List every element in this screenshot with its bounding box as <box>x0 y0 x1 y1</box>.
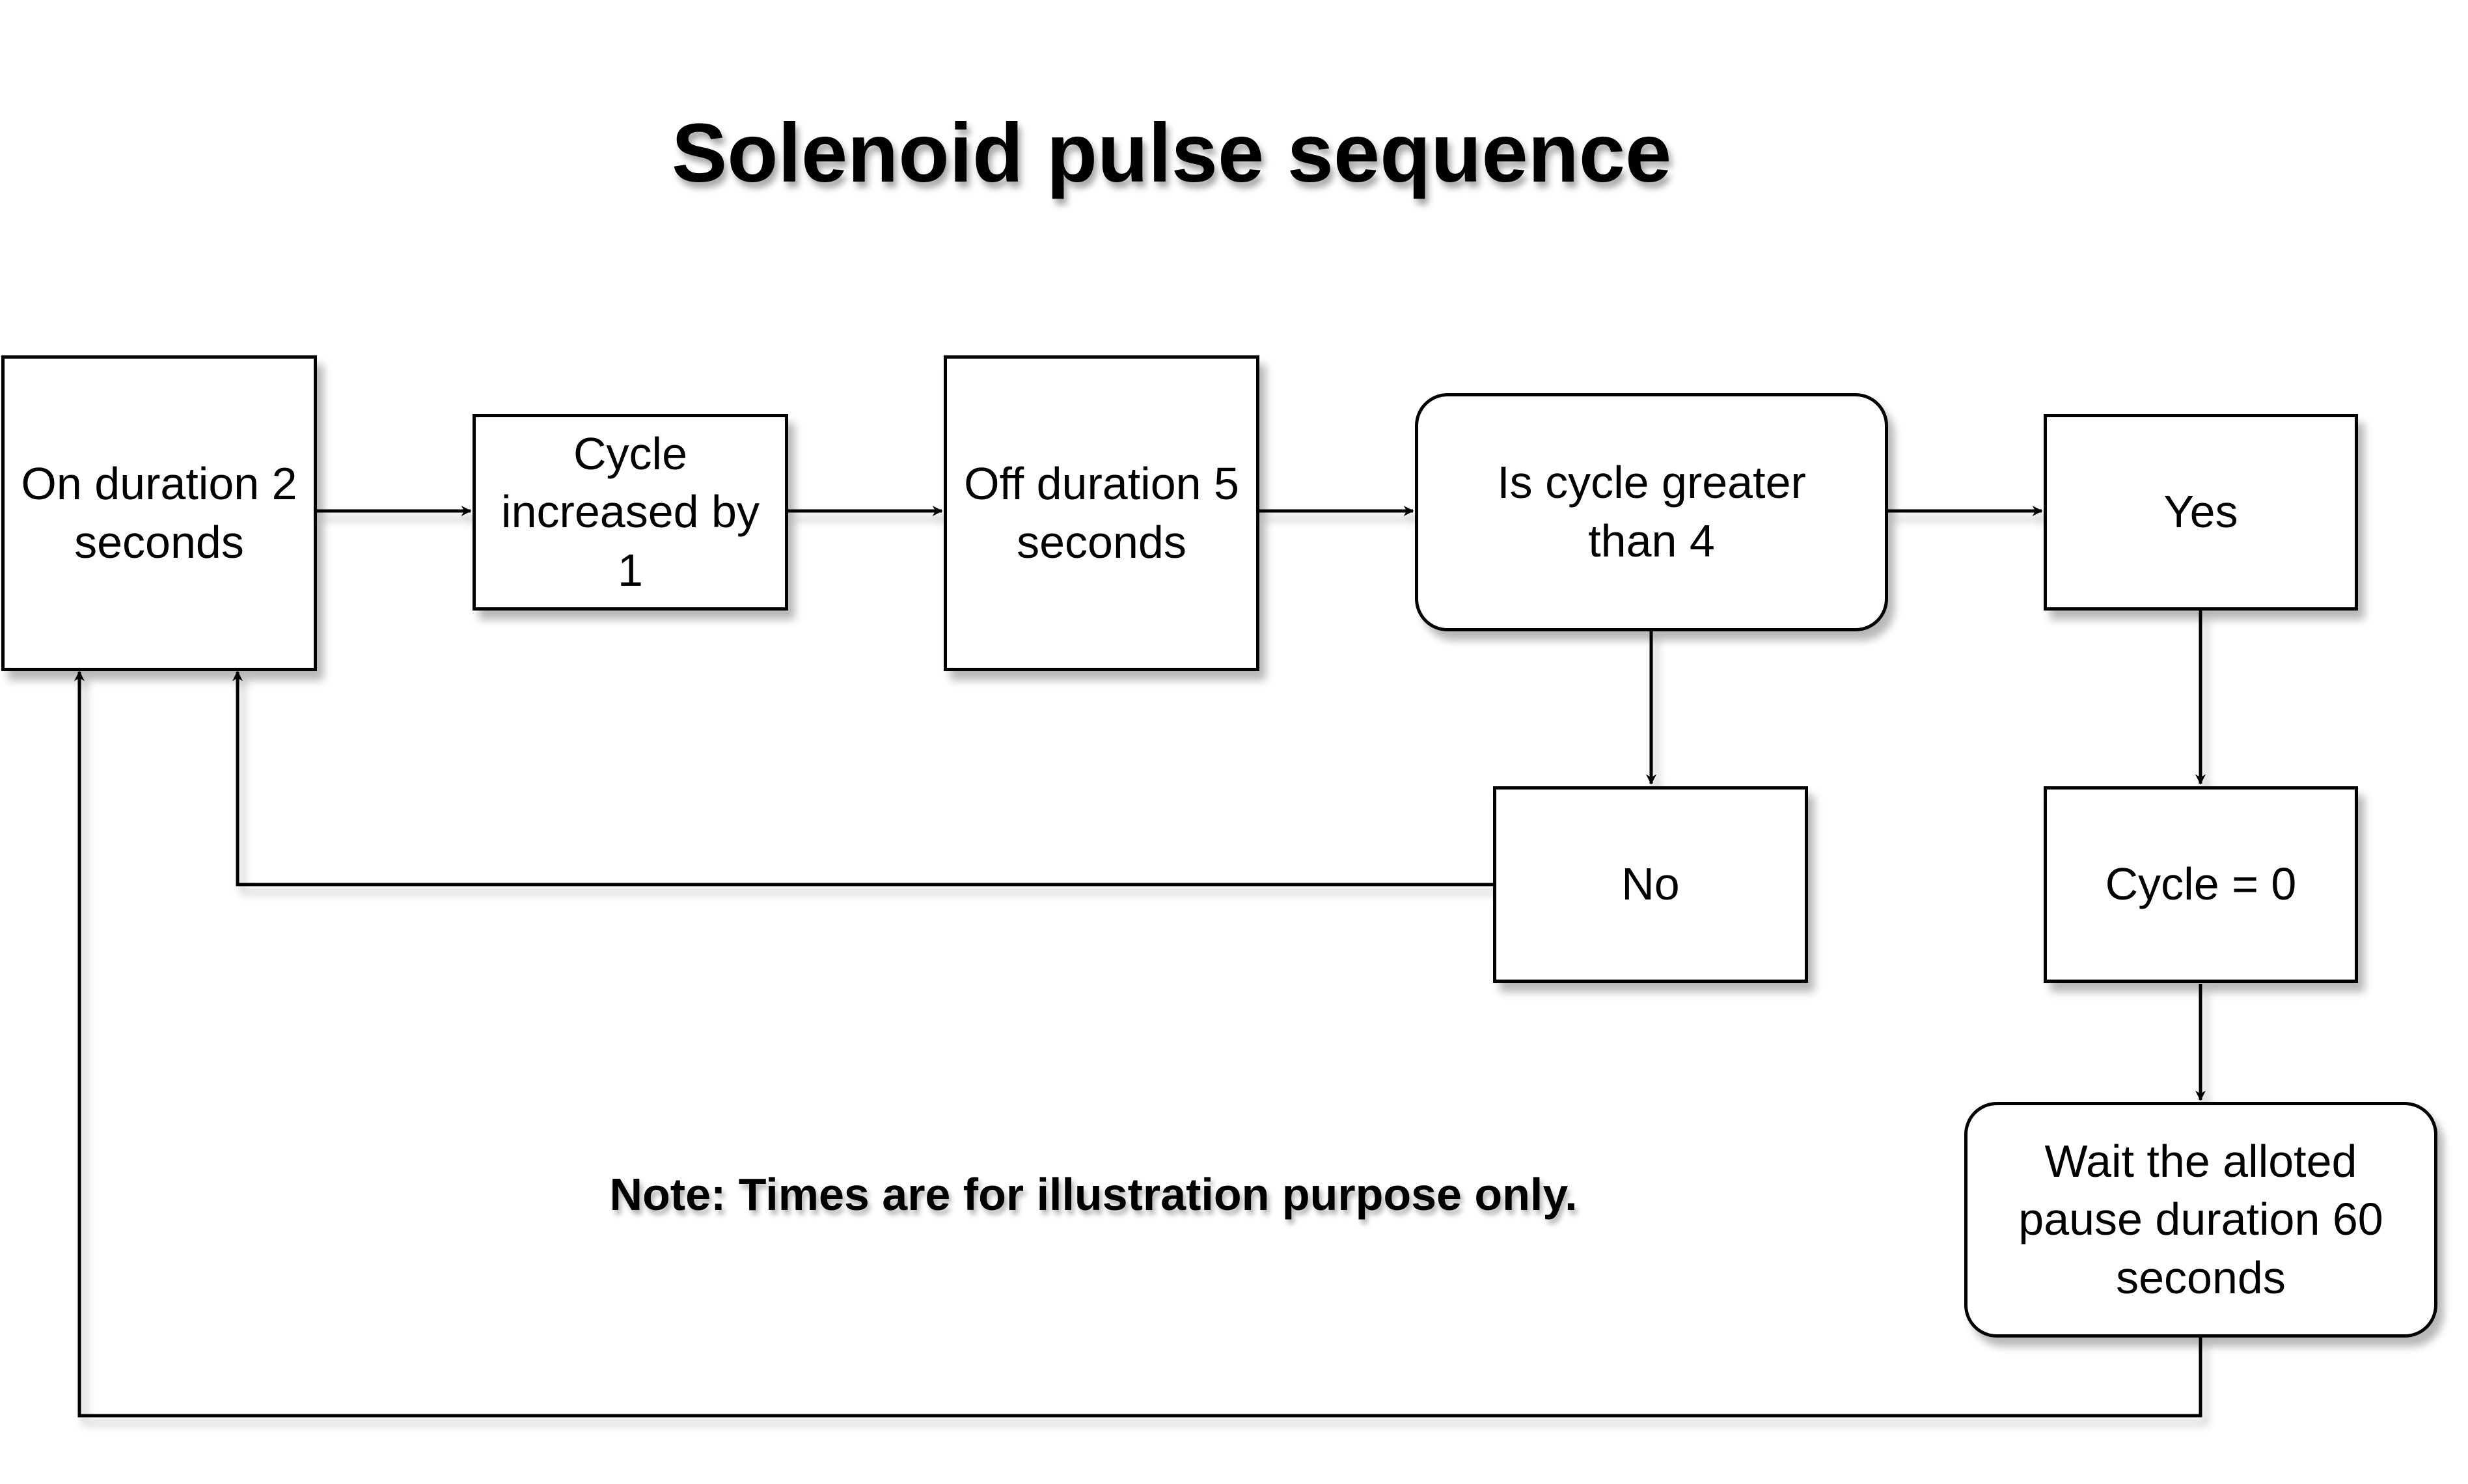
no-label: No <box>1621 859 1680 910</box>
on-duration-label: On duration 2 seconds <box>21 458 297 568</box>
on-duration-node: On duration 2 seconds <box>1 355 317 671</box>
no-node: No <box>1493 786 1808 983</box>
off-duration-label: Off duration 5 seconds <box>964 458 1239 568</box>
cycle-reset-node: Cycle = 0 <box>2044 786 2358 983</box>
cycle-reset-label: Cycle = 0 <box>2105 859 2297 910</box>
wait-pause-node: Wait the alloted pause duration 60 secon… <box>1964 1102 2437 1338</box>
illustration-note: Note: Times are for illustration purpose… <box>609 1169 1578 1220</box>
yes-node: Yes <box>2044 414 2358 611</box>
cycle-increase-node: Cycle increased by 1 <box>473 414 788 611</box>
off-duration-node: Off duration 5 seconds <box>944 355 1259 671</box>
wait-pause-label: Wait the alloted pause duration 60 secon… <box>2018 1135 2383 1303</box>
decision-label: Is cycle greater than 4 <box>1497 457 1806 566</box>
decision-node: Is cycle greater than 4 <box>1415 393 1888 631</box>
diagram-title: Solenoid pulse sequence <box>671 106 1672 200</box>
arrow-wait-to-on <box>74 670 2202 1418</box>
cycle-increase-label: Cycle increased by 1 <box>501 428 760 596</box>
arrow-no-to-on <box>232 670 1493 886</box>
yes-label: Yes <box>2163 486 2238 538</box>
